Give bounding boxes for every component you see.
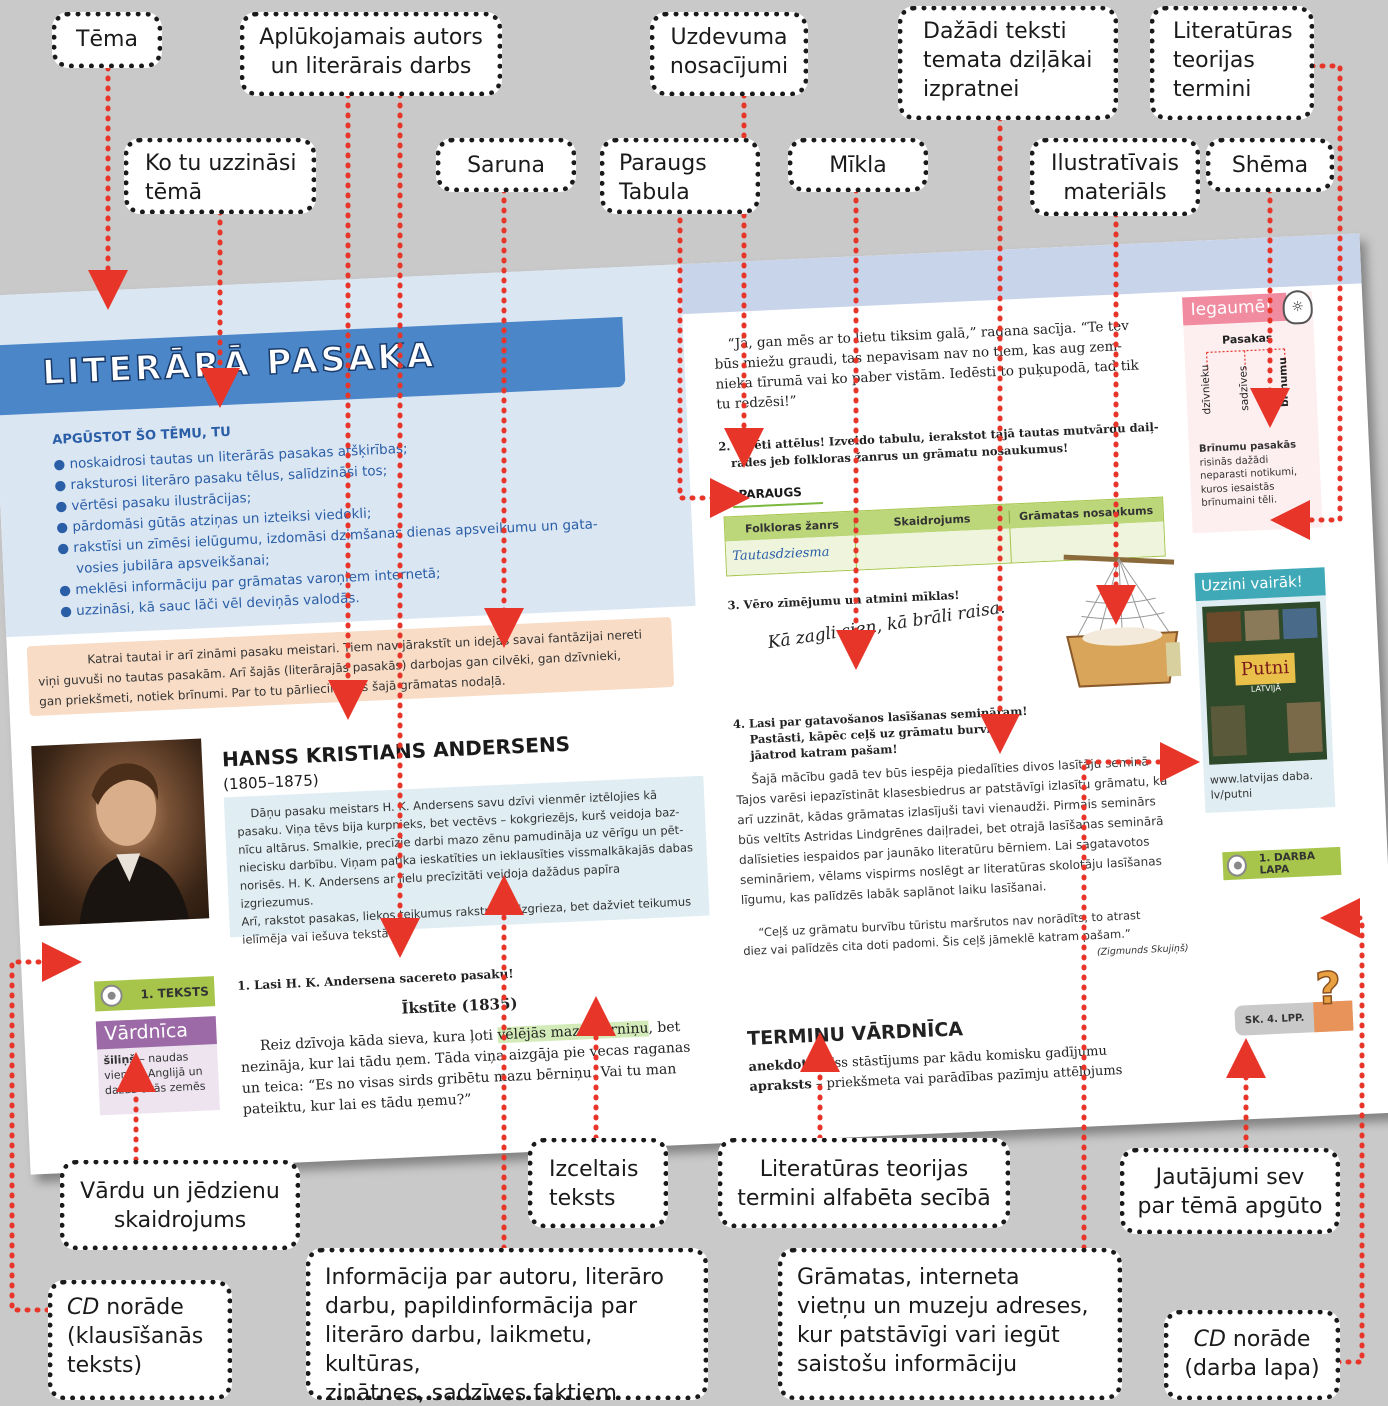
author-portrait <box>31 738 210 926</box>
callout-tema: Tēma <box>52 12 162 68</box>
story-title: Īkstīte (1835) <box>401 994 518 1018</box>
remember-title: Iegaumē! <box>1182 292 1288 326</box>
cradle-drawing <box>1063 554 1182 688</box>
callout-schema: Shēma <box>1206 138 1334 192</box>
cradle-illustration <box>1043 541 1200 708</box>
portrait-figure <box>79 763 190 925</box>
callout-cd-worksheet: CD norāde(darba lapa) <box>1164 1310 1340 1400</box>
terms-title: TERMINU VĀRDNĪCA <box>746 1018 964 1050</box>
seminar-text: Šajā mācību gadā tev būs iespēja piedalī… <box>735 750 1186 910</box>
question-mark-icon: ? <box>1314 962 1343 1016</box>
cd-worksheet-badge[interactable]: 1. DARBA LAPA <box>1222 846 1342 881</box>
sample-label: PARAUGS <box>722 485 802 503</box>
author-years: (1805–1875) <box>222 771 320 794</box>
schema-node: sadzīves <box>1237 365 1252 412</box>
dialogue-box: Katrai tautai ir arī zināmi pasaku meist… <box>26 616 675 717</box>
story-continuation: “Jā, gan mēs ar to lietu tiksim galā,” r… <box>713 315 1161 415</box>
learn-more-box: Uzzini vairāk! Putni LATVIJĀ www.latvija… <box>1194 567 1336 813</box>
cd-icon <box>1226 854 1248 878</box>
author-name: HANSS KRISTIANS ANDERSENS <box>221 731 571 772</box>
cd-icon <box>100 984 124 1008</box>
schema-node: brīnumu <box>1276 357 1292 408</box>
glossary-box: Vārdnīca šiliņš – naudas vienība Anglijā… <box>95 1016 220 1116</box>
lightbulb-icon: ☼ <box>1281 289 1314 325</box>
remember-box: Iegaumē! ☼ Pasakas dzīvnieku sadzīves br… <box>1182 289 1323 534</box>
callout-riddle: Mīkla <box>788 138 928 192</box>
bio-box: Dāņu pasaku meistars H. K. Andersens sav… <box>223 775 710 947</box>
callout-dialogue: Saruna <box>436 138 576 192</box>
intro-list: ● noskaidrosi tautas un literārās pasaka… <box>53 430 601 622</box>
terms-list: anekdote – īss stāstījums par kādu komis… <box>748 1041 1123 1098</box>
task-4: 4. Lasi par gatavošanos lasīšanas seminā… <box>732 703 1028 763</box>
learn-more-title: Uzzini vairāk! <box>1194 567 1326 602</box>
book-title: Putni <box>1234 652 1296 686</box>
cd-audio-label: 1. TEKSTS <box>140 984 210 1002</box>
schema-node: dzīvnieku <box>1199 364 1214 415</box>
schema-root: Pasakas <box>1221 331 1273 347</box>
glossary-entry: šiliņš – naudas vienība Anglijā un dažās… <box>103 1050 206 1098</box>
table-cell: Tautasdziesma <box>732 544 830 565</box>
cd-audio-badge[interactable]: 1. TEKSTS <box>93 976 216 1012</box>
learn-more-link[interactable]: www.latvijas daba.lv/putni <box>1209 769 1314 802</box>
story-text: Reiz dzīvoja kāda sieva, kura ļoti vēlēj… <box>240 1016 703 1121</box>
textbook-page: LITERĀRĀ PASAKA APGŪSTOT ŠO TĒMU, TU ● n… <box>0 233 1388 1175</box>
sample-underline <box>733 501 824 509</box>
page-reference-label: SK. 4. LPP. <box>1244 1012 1305 1026</box>
task-2: 2. Izpēti attēlus! Izveido tabulu, ierak… <box>718 419 1159 471</box>
task-1: 1. Lasi H. K. Andersena saceretо pasaku! <box>237 966 514 994</box>
motto: “Ceļš uz grāmatu burvību tūristu maršrut… <box>742 908 1189 959</box>
worksheet-label: 1. DARBA LAPA <box>1258 850 1316 877</box>
book-subtitle: LATVIJĀ <box>1250 683 1282 694</box>
sample-dot-icon <box>722 490 733 501</box>
birds-book-cover: Putni LATVIJĀ <box>1202 601 1328 765</box>
